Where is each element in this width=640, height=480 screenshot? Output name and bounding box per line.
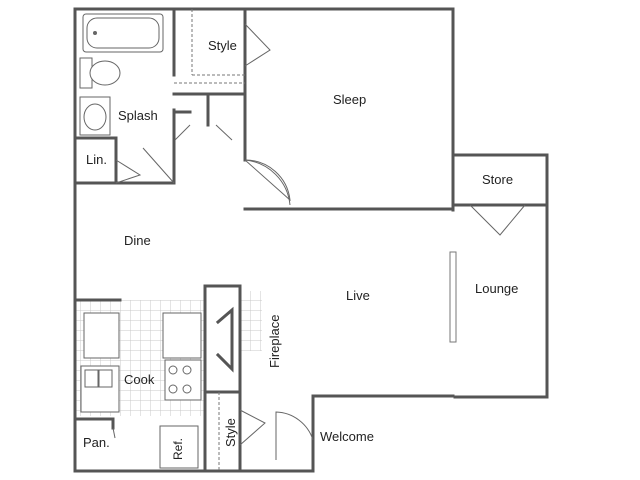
door-swings	[112, 23, 526, 460]
room-label-live: Live	[346, 288, 370, 303]
room-label-lounge: Lounge	[475, 281, 518, 296]
kitchen-sink	[80, 365, 120, 413]
room-label-splash: Splash	[118, 108, 158, 123]
interior-walls	[73, 7, 455, 473]
room-label-pantry: Pan.	[83, 435, 110, 450]
refrigerator	[159, 425, 199, 469]
hearth-tile	[240, 291, 262, 351]
room-label-sleep: Sleep	[333, 92, 366, 107]
stove	[164, 359, 202, 401]
room-label-store: Store	[482, 172, 513, 187]
kitchen-counter	[83, 312, 202, 359]
closet-lines	[174, 9, 245, 471]
room-label-linen: Lin.	[86, 152, 107, 167]
bath-sink	[79, 96, 111, 136]
exterior-walls	[73, 7, 549, 473]
room-label-style-bottom: Style	[223, 418, 238, 447]
bathtub	[82, 13, 164, 53]
room-label-cook: Cook	[124, 372, 155, 387]
room-label-style-top: Style	[208, 38, 237, 53]
room-label-dine: Dine	[124, 233, 151, 248]
room-label-fireplace: Fireplace	[267, 315, 282, 368]
toilet	[79, 57, 121, 89]
room-label-refrigerator: Ref.	[171, 438, 185, 460]
room-label-welcome: Welcome	[320, 429, 374, 444]
lounge-slider	[449, 251, 457, 343]
